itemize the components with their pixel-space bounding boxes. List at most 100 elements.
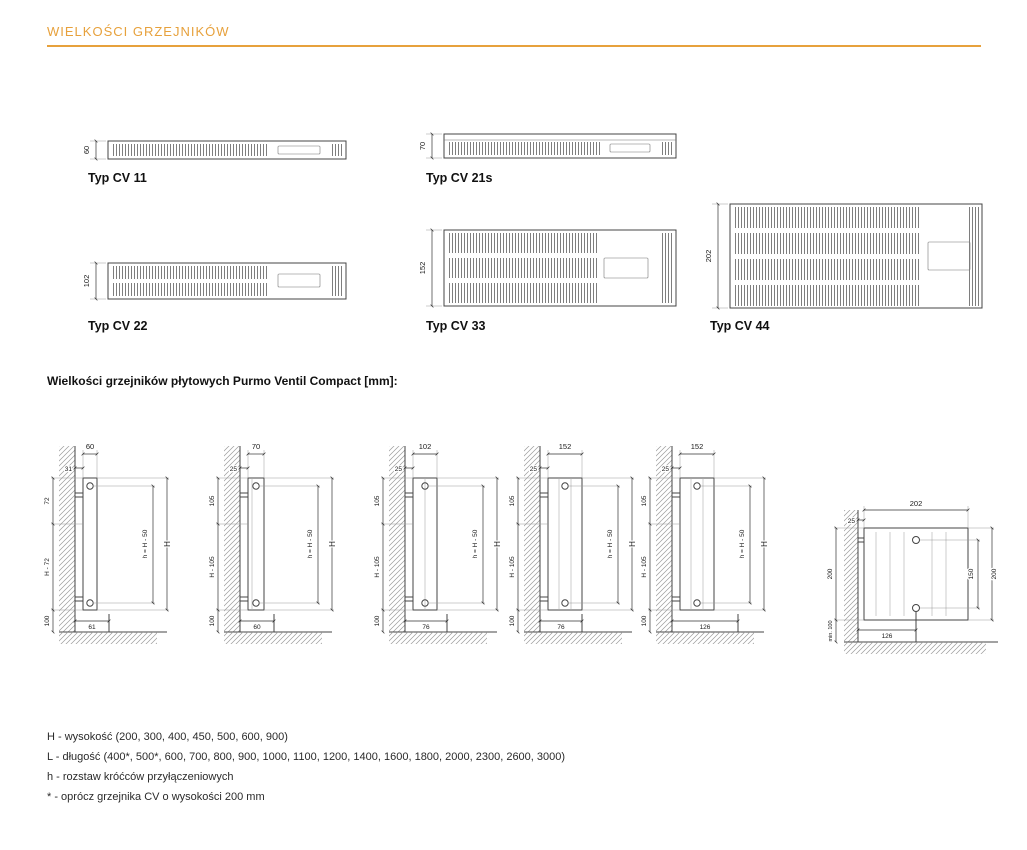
cv22-plan-diagram: 102 [81, 261, 347, 301]
dim-connection-offset: 60 [253, 624, 261, 631]
dim-pipe-spacing: h = H - 50 [607, 529, 614, 558]
dim-depth: 152 [559, 442, 572, 451]
dimensions: 102 25 105 H - 105 100 h = H - 50 H 76 [373, 441, 503, 634]
dim-pipe-spacing: h = H - 50 [739, 529, 746, 558]
sizes-section-heading: Wielkości grzejników płytowych Purmo Ven… [47, 374, 398, 388]
dim-floor-gap: 100 [44, 615, 51, 626]
cv21s-depth-dimension: 70 [417, 132, 442, 160]
cv22-depth-dimension: 102 [81, 261, 106, 301]
cv21s-plan-diagram: 70 [417, 132, 677, 160]
side-diagram-3: 102 25 105 H - 105 100 h = H - 50 H 76 [373, 441, 503, 644]
cv33-depth-label: 152 [418, 262, 427, 275]
dimensions: 70 25 105 H - 105 100 h = H - 50 H 60 [208, 441, 338, 634]
dim-depth: 202 [910, 499, 923, 508]
cv44-depth-label: 202 [704, 250, 713, 263]
cv44-body [729, 203, 983, 309]
dim-floor-gap: 100 [209, 615, 216, 626]
dim-floor-gap: 100 [641, 615, 648, 626]
cv33-body [443, 229, 677, 307]
dim-height-right: 200 [991, 568, 998, 579]
cv22-body [107, 262, 347, 300]
dim-height: H [328, 541, 337, 547]
floor [224, 631, 332, 644]
cv21s-type-label: Typ CV 21s [426, 171, 493, 185]
dim-depth: 60 [86, 442, 94, 451]
radiator-body [671, 477, 739, 632]
cv33-plan-diagram: 152 [417, 228, 677, 308]
dim-height: H [760, 541, 769, 547]
radiator-body [74, 477, 110, 632]
dim-connection-offset: 76 [422, 624, 430, 631]
wall [844, 510, 859, 642]
dim-mid-segment: H - 105 [509, 556, 516, 578]
dim-floor-gap: 100 [374, 615, 381, 626]
dim-depth: 70 [252, 442, 260, 451]
dimensions: 152 25 105 H - 105 100 h = H - 50 H 76 [508, 441, 638, 634]
cv11-plan-diagram: 60 [81, 139, 347, 161]
floor [656, 631, 764, 644]
cv11-type-label: Typ CV 11 [88, 171, 147, 185]
dim-pipe-spacing: h = H - 50 [142, 529, 149, 558]
radiator-body [404, 477, 448, 632]
wall [656, 446, 673, 632]
dim-top-segment: 105 [509, 495, 516, 506]
legend-line-pipe-spacing: h - rozstaw króćców przyłączeniowych [47, 771, 234, 783]
floor [59, 631, 167, 644]
cv11-body [107, 140, 347, 160]
cv44-depth-dimension: 202 [703, 202, 728, 310]
cv44-plan-diagram: 202 [703, 202, 983, 310]
dim-mid-segment: H - 105 [641, 556, 648, 578]
dim-pipe-spacing: h = H - 50 [307, 529, 314, 558]
side-diagram-2: 70 25 105 H - 105 100 h = H - 50 H 60 [208, 441, 338, 644]
dim-top-segment: 105 [209, 495, 216, 506]
title-divider [47, 45, 981, 47]
floor [524, 631, 632, 644]
dim-wall-gap: 25 [848, 518, 856, 525]
corner-detail-diagram: 202 25 200 min. 100 150 200 126 [826, 498, 999, 654]
dim-wall-gap: 25 [662, 466, 670, 473]
dim-floor-clearance: min. 100 [828, 620, 834, 641]
dim-top-segment: 105 [641, 495, 648, 506]
dim-height-left: 200 [827, 568, 834, 579]
dim-connection-offset: 126 [882, 633, 893, 640]
dim-connection-offset: 61 [88, 624, 96, 631]
cv11-depth-dimension: 60 [81, 139, 106, 161]
dimensions: 202 25 200 min. 100 150 200 126 [826, 498, 999, 644]
legend-line-length: L - długość (400*, 500*, 600, 700, 800, … [47, 751, 566, 763]
dim-connection-offset: 76 [557, 624, 565, 631]
cv44-type-label: Typ CV 44 [710, 319, 770, 333]
radiator-body [857, 527, 969, 642]
side-diagram-4: 152 25 105 H - 105 100 h = H - 50 H 76 [508, 441, 638, 644]
wall [389, 446, 406, 632]
dim-depth: 152 [691, 442, 704, 451]
dim-depth: 102 [419, 442, 432, 451]
side-diagram-1: 60 31 72 H - 72 100 h = H - 50 H 61 [43, 441, 173, 644]
legend-line-height: H - wysokość (200, 300, 400, 450, 500, 6… [47, 731, 288, 743]
dim-pipe-spacing: h = H - 50 [472, 529, 479, 558]
cv22-type-label: Typ CV 22 [88, 319, 148, 333]
dim-wall-gap: 25 [530, 466, 538, 473]
cv33-depth-dimension: 152 [417, 228, 442, 308]
radiator-body [239, 477, 275, 632]
cv22-depth-label: 102 [82, 275, 91, 288]
dim-height: H [628, 541, 637, 547]
dim-wall-gap: 31 [65, 466, 73, 473]
side-diagram-5: 152 25 105 H - 105 100 h = H - 50 H 126 [640, 441, 770, 644]
cv11-depth-label: 60 [82, 146, 91, 154]
floor [389, 631, 497, 644]
dim-height: H [163, 541, 172, 547]
dim-height: H [493, 541, 502, 547]
dimensions: 60 31 72 H - 72 100 h = H - 50 H 61 [43, 441, 173, 634]
legend: H - wysokość (200, 300, 400, 450, 500, 6… [47, 731, 565, 811]
dim-wall-gap: 25 [395, 466, 403, 473]
dim-mid-segment: H - 105 [209, 556, 216, 578]
dimensions: 152 25 105 H - 105 100 h = H - 50 H 126 [640, 441, 770, 634]
page-title: WIELKOŚCI GRZEJNIKÓW [47, 24, 230, 39]
radiator-body [539, 477, 583, 632]
dim-mid-segment: H - 72 [44, 558, 51, 576]
cv33-type-label: Typ CV 33 [426, 319, 486, 333]
dim-pipe-spacing: 150 [968, 568, 975, 579]
dim-top-segment: 72 [44, 497, 51, 505]
dim-mid-segment: H - 105 [374, 556, 381, 578]
